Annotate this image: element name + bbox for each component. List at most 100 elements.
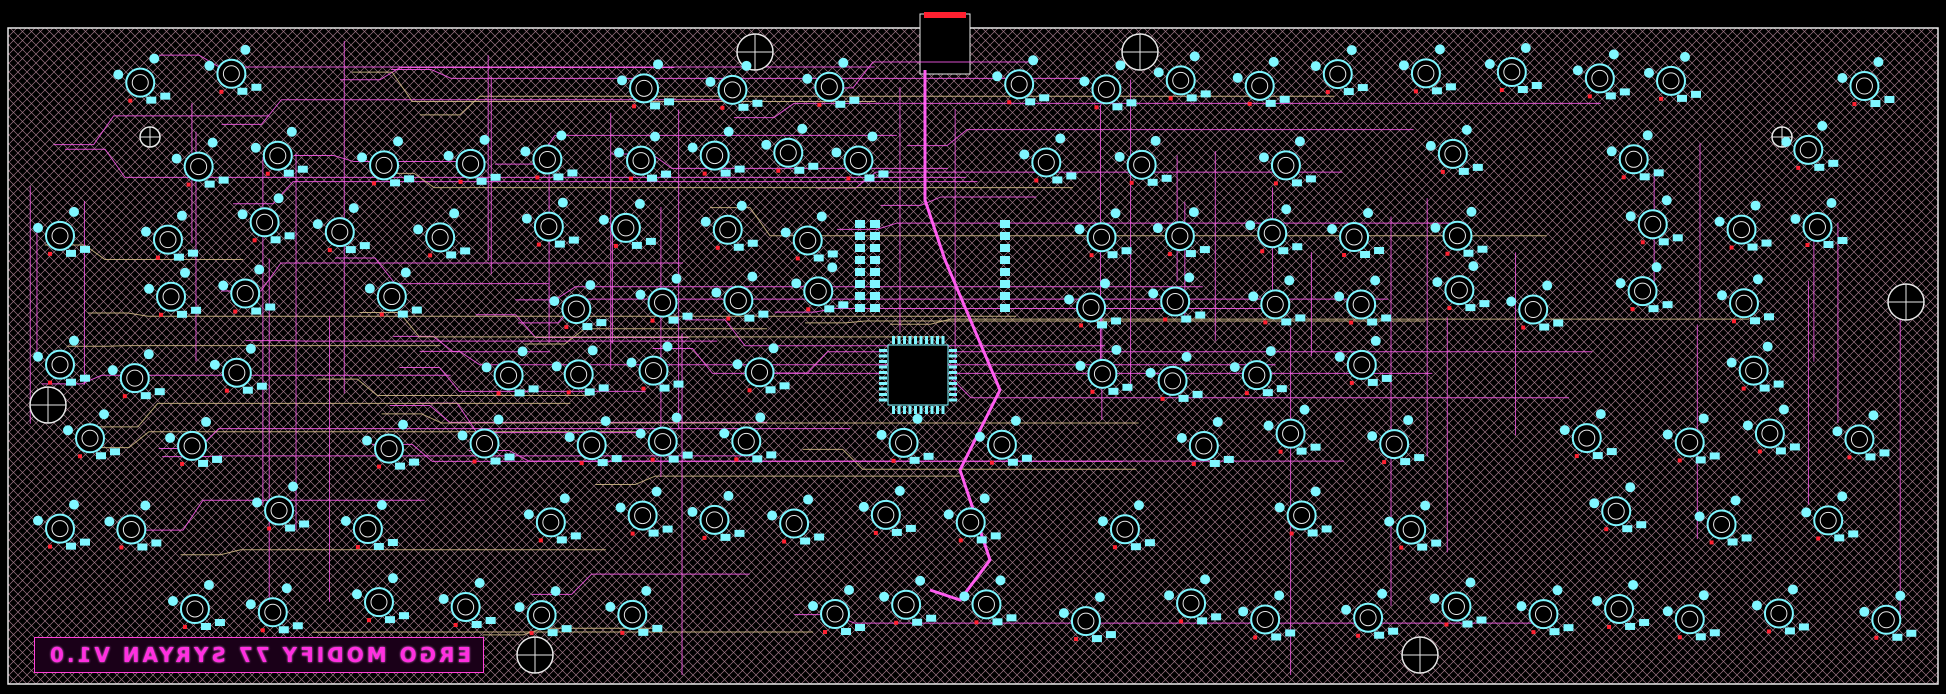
switch: [732, 343, 790, 394]
trace: [233, 181, 978, 205]
trace: [293, 155, 468, 163]
switch: [250, 126, 308, 177]
switch: [1148, 272, 1206, 323]
switch: [1430, 206, 1488, 257]
switch: [1384, 500, 1442, 551]
trace: [890, 318, 1750, 325]
switch: [605, 585, 663, 636]
switch: [959, 575, 1017, 626]
trace: [709, 207, 1547, 237]
switch: [626, 341, 684, 392]
smd-pad: [855, 244, 865, 252]
switch: [1592, 579, 1650, 630]
switch: [140, 210, 198, 261]
switch: [1079, 60, 1137, 111]
switch: [1114, 135, 1172, 186]
trace: [733, 102, 1601, 119]
trace: [66, 345, 441, 347]
trace: [907, 129, 1414, 147]
switch: [1229, 346, 1287, 397]
switch: [63, 409, 120, 460]
switch: [1064, 278, 1122, 329]
switch: [1176, 416, 1234, 467]
smd-pad: [1000, 304, 1010, 312]
switch: [1615, 262, 1673, 313]
switch: [1694, 495, 1752, 546]
switch: [1484, 43, 1542, 94]
switch: [1327, 208, 1385, 259]
switch: [614, 131, 672, 182]
switch: [598, 198, 656, 249]
trace: [531, 573, 750, 595]
switch: [1334, 335, 1392, 386]
switch: [443, 134, 501, 185]
switch: [876, 413, 934, 464]
switch: [1714, 200, 1772, 251]
trace: [381, 413, 1139, 424]
smd-pad: [855, 292, 865, 300]
switch: [1232, 56, 1290, 107]
trace: [65, 148, 967, 178]
trace: [335, 257, 549, 285]
mcu-body: [887, 344, 949, 406]
switch: [1425, 124, 1483, 175]
smd-pad: [855, 304, 865, 312]
switch: [687, 126, 745, 177]
switch: [992, 55, 1050, 106]
trace: [317, 378, 591, 397]
smd-pad: [1000, 232, 1010, 240]
switch: [1716, 274, 1774, 325]
smd-pad: [870, 280, 880, 288]
switch: [943, 493, 1001, 544]
switch: [481, 346, 539, 397]
switch: [767, 494, 825, 545]
trace: [41, 374, 451, 385]
switch: [1258, 136, 1316, 187]
switch: [209, 343, 267, 394]
smd-pad: [870, 292, 880, 300]
trace: [142, 499, 425, 531]
smd-pad: [870, 220, 880, 228]
switch: [357, 136, 415, 187]
switch: [252, 481, 310, 532]
switch: [1606, 130, 1664, 181]
switch: [520, 130, 578, 181]
switch: [1662, 590, 1720, 641]
switch: [705, 60, 763, 111]
switch: [1801, 491, 1859, 542]
usb-connector: [919, 13, 971, 75]
trace: [180, 549, 606, 556]
microcontroller: [855, 220, 1010, 414]
smd-pad: [855, 220, 865, 228]
trace: [805, 320, 1426, 324]
switch: [1074, 208, 1132, 259]
switch: [1341, 588, 1399, 639]
trace: [53, 115, 270, 146]
switch: [1429, 577, 1487, 628]
switch: [1367, 415, 1425, 466]
switch: [104, 500, 162, 551]
trace: [595, 475, 960, 486]
switch: [711, 271, 769, 322]
switch: [1832, 410, 1890, 461]
switch: [1589, 482, 1647, 533]
switch: [1742, 404, 1800, 455]
trace: [524, 328, 768, 345]
switch: [413, 208, 471, 259]
smd-pad: [1000, 244, 1010, 252]
switch: [218, 264, 276, 315]
switch: [974, 415, 1032, 466]
switch: [615, 486, 673, 537]
smd-pad: [1000, 256, 1010, 264]
switch: [312, 203, 370, 254]
smd-pad: [1000, 220, 1010, 228]
switch: [144, 267, 202, 318]
switch: [635, 273, 693, 324]
switch: [879, 575, 937, 626]
smd-pad: [870, 268, 880, 276]
switch: [1274, 486, 1332, 537]
board-outline: [7, 27, 1939, 685]
switch: [33, 499, 90, 550]
switch: [719, 412, 777, 463]
